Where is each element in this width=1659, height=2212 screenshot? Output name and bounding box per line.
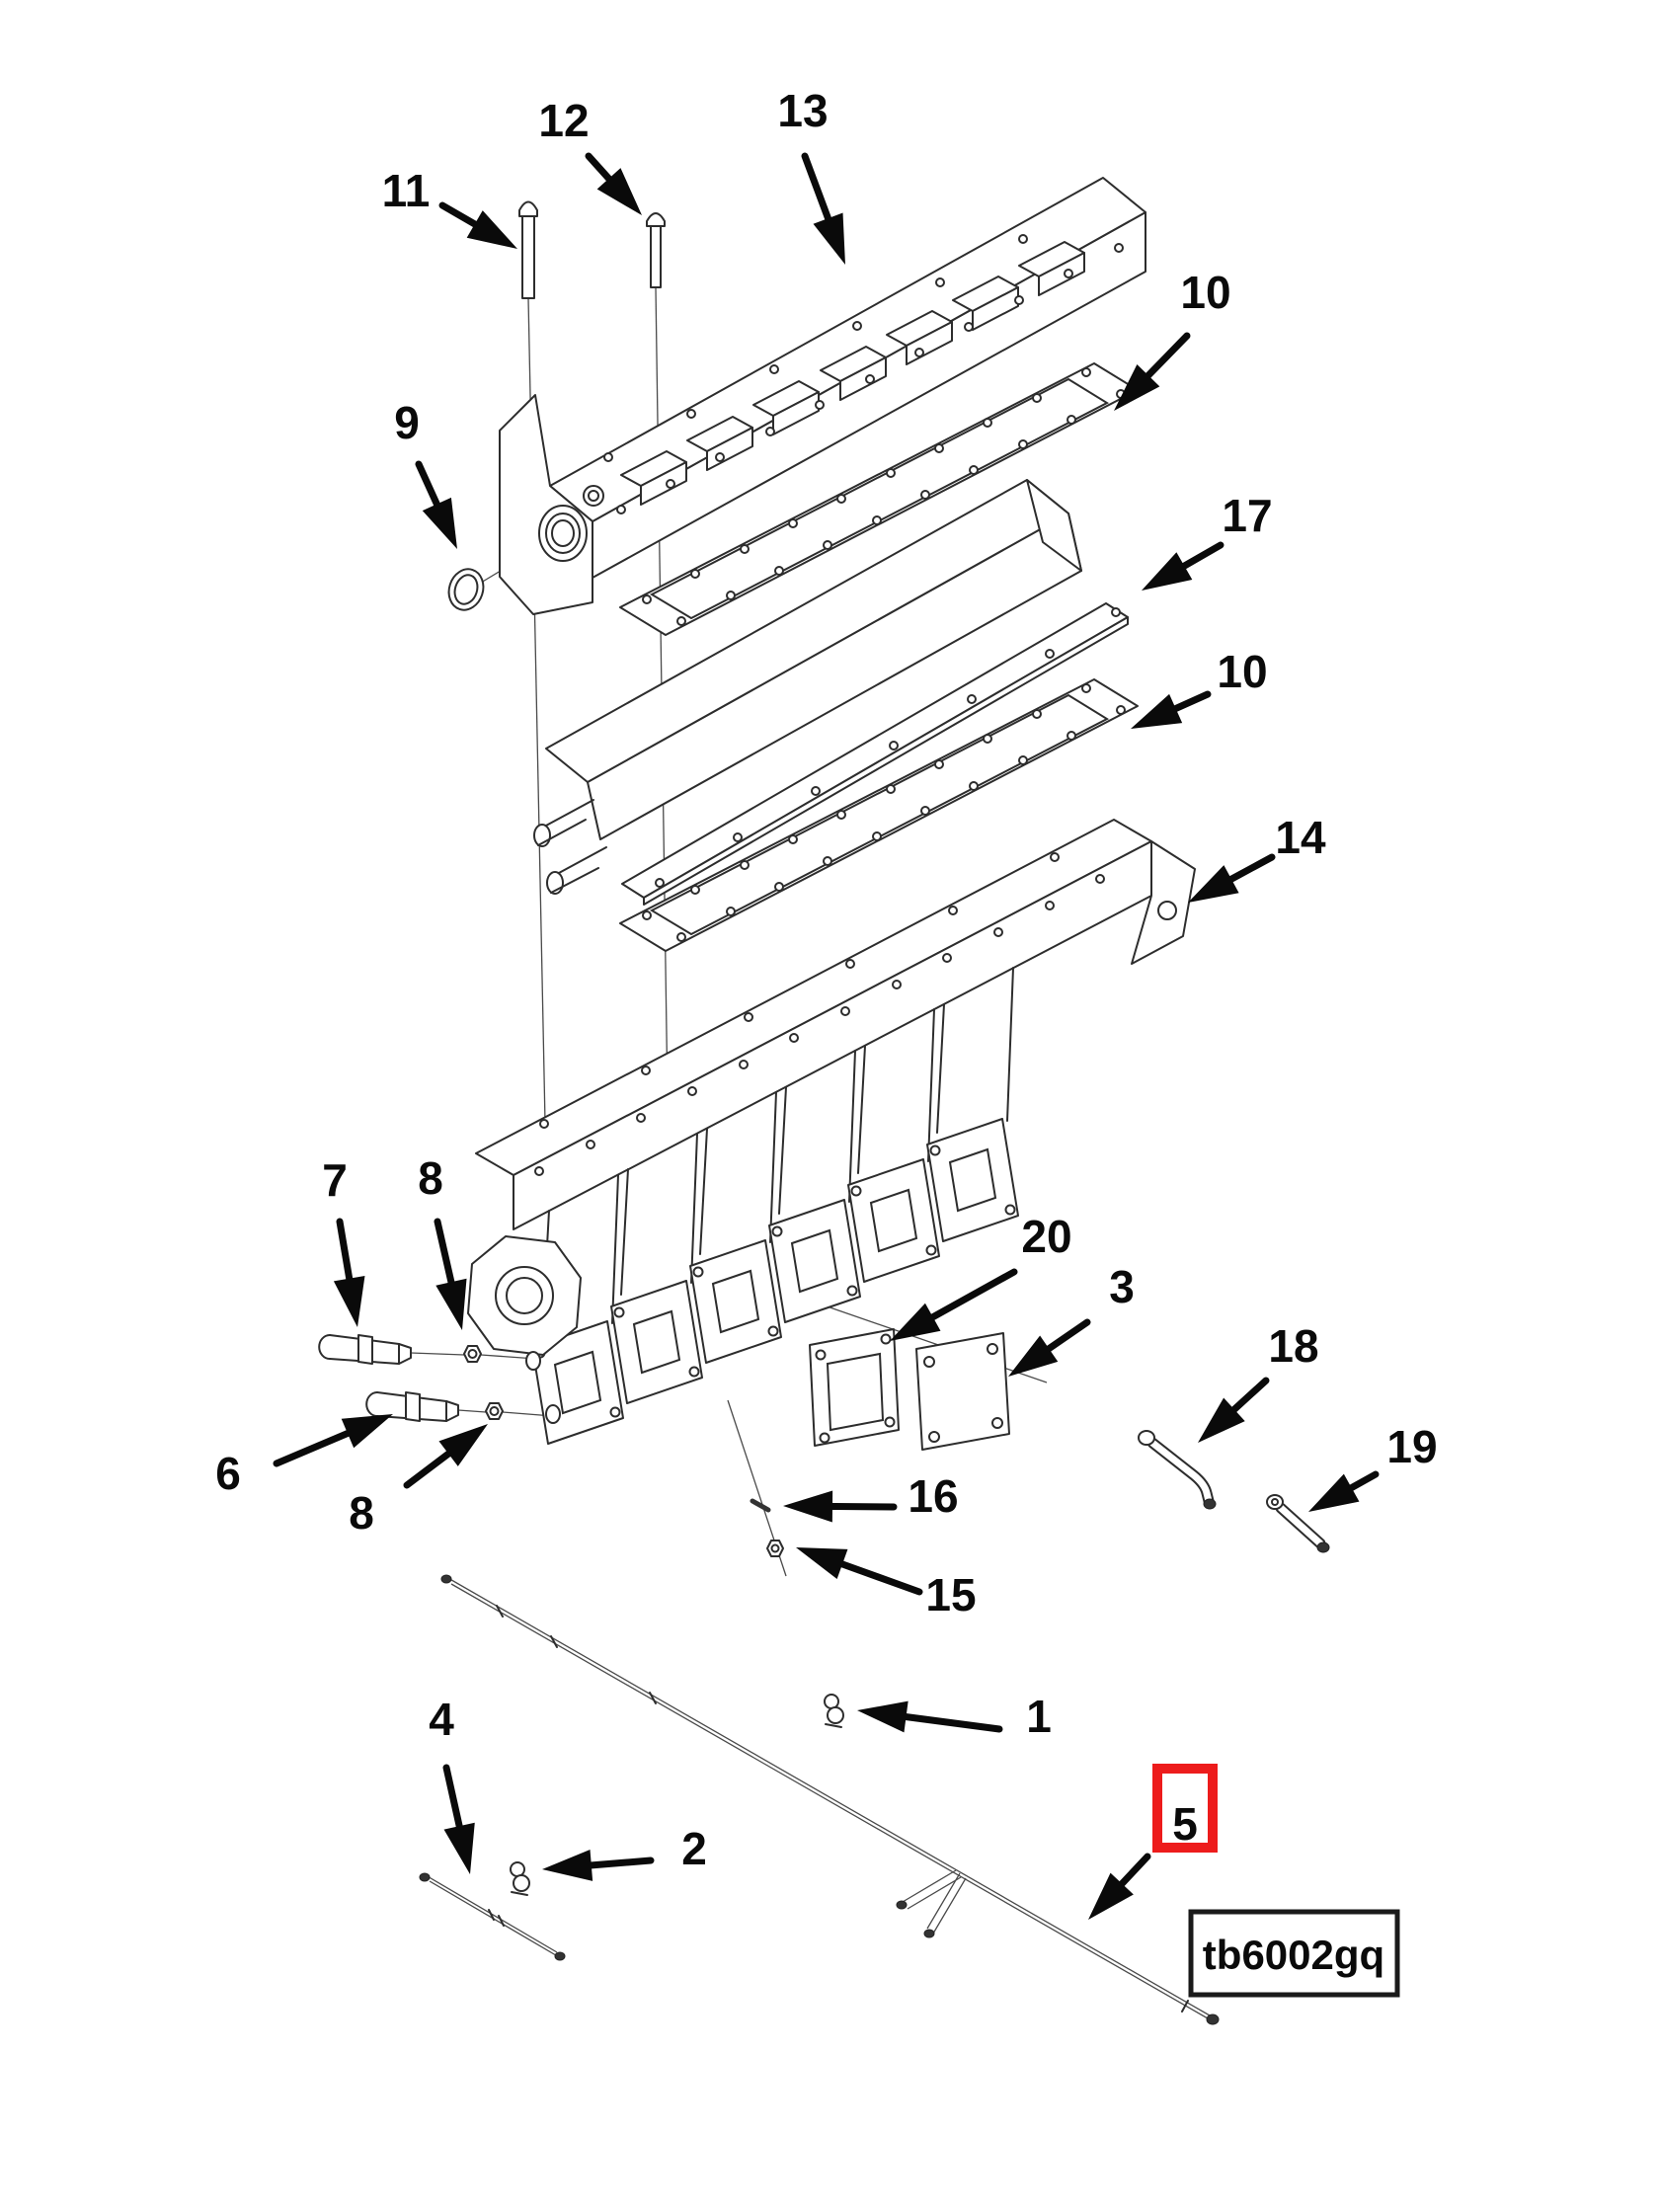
- callout-3-arrowhead: [1008, 1335, 1059, 1377]
- part-small-tube: [419, 1872, 566, 1961]
- callout-7-arrowhead: [333, 1276, 365, 1327]
- part-stud-and-nut: [750, 1498, 784, 1557]
- callout-16: 16: [783, 1470, 959, 1523]
- callout-16-arrowhead: [783, 1490, 833, 1523]
- callout-5: 5: [1088, 1764, 1218, 1920]
- callout-19-label[interactable]: 19: [1386, 1421, 1437, 1472]
- callout-8-label[interactable]: 8: [349, 1487, 374, 1539]
- callout-10-label[interactable]: 10: [1217, 646, 1267, 697]
- callout-5-arrowhead: [1088, 1872, 1134, 1920]
- callout-17-arrowhead: [1142, 552, 1193, 591]
- callout-19: 19: [1308, 1421, 1438, 1512]
- callout-17: 17: [1142, 490, 1273, 591]
- callout-9-arrowhead: [422, 497, 457, 549]
- callout-8-label[interactable]: 8: [418, 1152, 443, 1204]
- callout-12: 12: [538, 95, 642, 215]
- callout-15: 15: [796, 1547, 977, 1620]
- callout-9: 9: [394, 397, 457, 549]
- callout-2: 2: [542, 1823, 707, 1881]
- part-long-tube: [440, 1574, 1220, 2025]
- callout-20-arrowhead: [890, 1303, 941, 1341]
- callout-16-label[interactable]: 16: [908, 1470, 958, 1522]
- callout-12-label[interactable]: 12: [538, 95, 589, 146]
- callout-8-arrowhead: [435, 1278, 467, 1330]
- part-hose-fittings: [318, 1334, 504, 1422]
- callout-15-arrowhead: [796, 1547, 848, 1579]
- callout-11: 11: [382, 165, 517, 249]
- callout-18-arrowhead: [1198, 1397, 1245, 1443]
- part-clip-2: [510, 1861, 530, 1896]
- callout-18-label[interactable]: 18: [1268, 1320, 1318, 1372]
- callout-2-arrowhead: [542, 1849, 593, 1881]
- callout-17-label[interactable]: 17: [1222, 490, 1272, 541]
- highlight-box: [1152, 1764, 1218, 1853]
- callout-11-label[interactable]: 11: [382, 165, 431, 216]
- callout-6-arrowhead: [341, 1414, 393, 1449]
- callout-14: 14: [1188, 812, 1326, 903]
- part-mounting-studs: [518, 200, 666, 299]
- callout-15-arrow: [828, 1556, 923, 1596]
- callout-13-label[interactable]: 13: [777, 85, 828, 136]
- callout-10-arrowhead: [1131, 693, 1183, 729]
- callout-8-arrowhead: [438, 1424, 488, 1466]
- callout-6-label[interactable]: 6: [215, 1448, 241, 1499]
- callout-1: 1: [857, 1691, 1052, 1742]
- callout-14-label[interactable]: 14: [1275, 812, 1326, 863]
- callout-3: 3: [1008, 1261, 1135, 1377]
- part-clip-1: [824, 1694, 844, 1728]
- callout-10: 10: [1114, 267, 1231, 411]
- part-intake-manifold-cover: [499, 177, 1146, 615]
- callout-20-arrow: [918, 1268, 1018, 1327]
- part-cover-plate: [915, 1332, 1010, 1451]
- callout-13-arrowhead: [813, 212, 845, 265]
- part-gasket-upper: [619, 362, 1139, 636]
- callout-7-label[interactable]: 7: [322, 1154, 348, 1206]
- part-o-ring: [447, 568, 485, 611]
- part-gasket-lower: [619, 678, 1139, 952]
- callout-8: 8: [418, 1152, 467, 1330]
- callout-16-arrow: [817, 1502, 898, 1511]
- part-connection-gasket: [809, 1328, 900, 1447]
- callout-12-arrowhead: [596, 168, 642, 215]
- callout-4-label[interactable]: 4: [429, 1694, 454, 1745]
- part-elbow-tube-19: [1266, 1494, 1330, 1553]
- callout-20: 20: [890, 1211, 1072, 1341]
- callout-4-arrowhead: [443, 1822, 475, 1874]
- callout-10-arrowhead: [1114, 364, 1160, 411]
- callout-1-arrow: [891, 1711, 1003, 1733]
- callout-19-arrowhead: [1308, 1473, 1360, 1512]
- callout-3-label[interactable]: 3: [1109, 1261, 1135, 1312]
- callout-18: 18: [1198, 1320, 1319, 1443]
- callout-11-arrowhead: [466, 210, 517, 249]
- callout-7: 7: [322, 1154, 365, 1327]
- callout-4: 4: [429, 1694, 475, 1874]
- callout-1-arrowhead: [857, 1700, 908, 1733]
- callout-20-label[interactable]: 20: [1021, 1211, 1071, 1262]
- callout-10-label[interactable]: 10: [1180, 267, 1230, 318]
- part-aftercooler-core: [533, 479, 1129, 906]
- figure-id-text: tb6002gq: [1203, 1932, 1384, 1978]
- callout-10: 10: [1131, 646, 1268, 729]
- callout-6-arrow: [273, 1425, 362, 1467]
- callout-8-arrow: [434, 1218, 458, 1298]
- callout-15-label[interactable]: 15: [925, 1569, 976, 1620]
- callout-8: 8: [349, 1424, 488, 1539]
- callout-5-label[interactable]: 5: [1172, 1798, 1198, 1850]
- figure-id-border: [1188, 1909, 1400, 1998]
- callout-9-label[interactable]: 9: [394, 397, 420, 448]
- callout-6: 6: [215, 1414, 393, 1499]
- callout-1-label[interactable]: 1: [1026, 1691, 1052, 1742]
- callout-14-arrowhead: [1188, 865, 1239, 903]
- callout-2-label[interactable]: 2: [681, 1823, 707, 1874]
- part-intake-manifold: [467, 819, 1196, 1445]
- callout-13: 13: [777, 85, 845, 265]
- part-elbow-tube-18: [1138, 1430, 1217, 1510]
- callout-2-arrow: [576, 1856, 655, 1870]
- callout-13-arrow: [801, 152, 836, 233]
- figure-id-box: tb6002gq: [1188, 1909, 1400, 1998]
- callout-4-arrow: [442, 1764, 466, 1842]
